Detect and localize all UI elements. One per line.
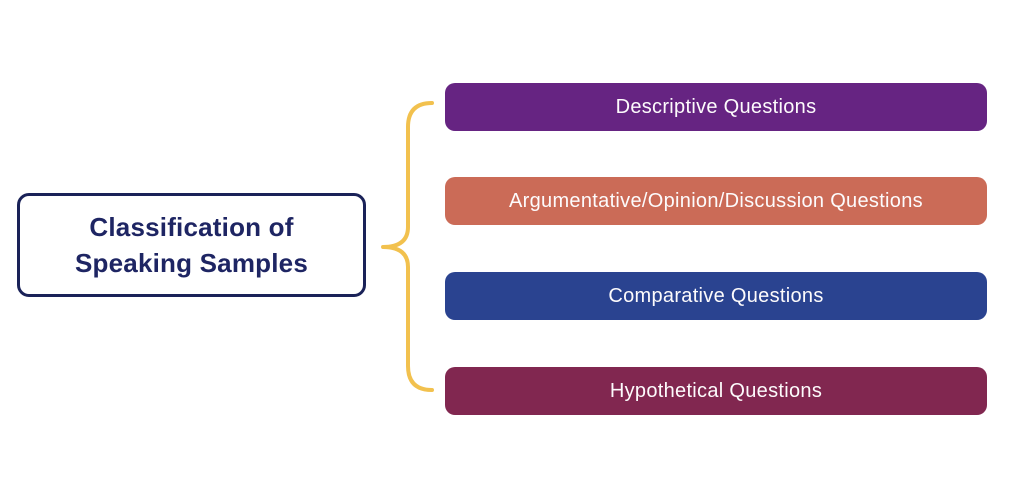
diagram-node-label: Descriptive Questions xyxy=(615,95,817,118)
diagram-node-argumentative-questions: Argumentative/Opinion/Discussion Questio… xyxy=(445,177,987,225)
diagram-node-label: Argumentative/Opinion/Discussion Questio… xyxy=(509,189,923,212)
diagram-node-label: Hypothetical Questions xyxy=(609,379,823,402)
diagram-node-descriptive-questions: Descriptive Questions xyxy=(445,83,987,131)
classification-title-box: Classification of Speaking Samples xyxy=(17,193,366,297)
title-line-2: Speaking Samples xyxy=(75,248,308,278)
title-line-1: Classification of xyxy=(89,212,294,242)
diagram-node-comparative-questions: Comparative Questions xyxy=(445,272,987,320)
diagram-node-label: Comparative Questions xyxy=(608,284,824,307)
diagram-node-hypothetical-questions: Hypothetical Questions xyxy=(445,367,987,415)
curly-brace-icon xyxy=(381,101,434,392)
curly-brace-connector xyxy=(375,95,440,398)
